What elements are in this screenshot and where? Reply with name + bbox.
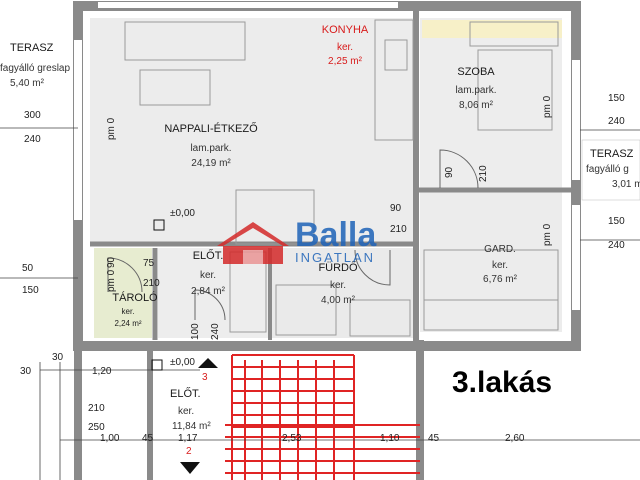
door-arcs — [107, 149, 479, 321]
dim-150-b: 150 — [608, 216, 625, 227]
dim-75: 75 — [143, 258, 155, 269]
stair-number-2: 2 — [186, 446, 192, 457]
gard-floor — [420, 192, 562, 332]
level-marker — [151, 219, 165, 371]
dim-253: 2,53 — [282, 433, 302, 444]
dim-90-center: 90 — [390, 203, 402, 214]
balla-ingatlan-logo: Balla INGATLAN — [213, 216, 431, 266]
tarolo-name: TÁROLÓ — [112, 292, 158, 304]
szoba-area: 8,06 m² — [459, 100, 493, 111]
level-2: ±0,00 — [170, 357, 195, 368]
terasz-right-floor: fagyálló g — [586, 164, 629, 175]
szoba-yellow — [422, 20, 562, 38]
terasz-left-area: 5,40 m² — [10, 78, 44, 89]
opening-left — [74, 40, 82, 220]
elot2-floor: ker. — [178, 406, 195, 417]
pm-szoba: pm 0 — [542, 95, 553, 118]
szoba-floor: lam.park. — [455, 85, 497, 96]
furdo-name: FÜRDŐ — [318, 262, 358, 274]
opening-top — [98, 2, 398, 8]
dim-210-center: 210 — [390, 224, 407, 235]
dim-90-tarolo: 90 — [106, 256, 117, 268]
furdo-floor: ker. — [329, 280, 347, 291]
nappali-floor: lam.park. — [190, 143, 232, 154]
elot1-area: 2,84 m² — [191, 286, 225, 297]
gard-floor: ker. — [491, 260, 509, 271]
elot2-name: ELŐT. — [170, 388, 201, 400]
tarolo-area: 2,24 m² — [114, 319, 142, 328]
logo-word: Balla — [295, 216, 377, 254]
dim-50: 50 — [22, 263, 34, 274]
dim-45-b: 45 — [428, 433, 440, 444]
stair-number-3: 3 — [202, 372, 208, 383]
dim-250: 250 — [88, 422, 105, 433]
dim-150-left: 150 — [22, 285, 39, 296]
gard-area: 6,76 m² — [483, 274, 517, 285]
tarolo-floor — [94, 248, 152, 338]
terasz-right-area: 3,01 m — [612, 179, 640, 190]
dim-240-a: 240 — [608, 116, 625, 127]
dim-30-b: 30 — [20, 366, 32, 377]
elot1-floor: ker. — [199, 270, 217, 281]
pm-gard: pm 0 — [542, 223, 553, 246]
dim-100: 100 — [190, 323, 201, 340]
elot2-area: 11,84 m² — [172, 421, 211, 432]
terasz-left-name: TERASZ — [10, 42, 54, 54]
stair-arrow-up — [198, 358, 218, 368]
house-logo-icon — [217, 222, 289, 264]
dim-260: 2,60 — [505, 433, 525, 444]
szoba-name: SZOBA — [457, 66, 495, 78]
dim-240-left: 240 — [24, 134, 41, 145]
dim-110: 1,10 — [380, 433, 400, 444]
terasz-right-area — [581, 139, 640, 201]
dim-210-tarolo: 210 — [143, 278, 160, 289]
dim-240-elot: 240 — [210, 323, 221, 340]
dim-210-lower: 210 — [88, 403, 105, 414]
nappali-area: 24,19 m² — [191, 158, 231, 169]
furniture — [124, 19, 559, 337]
dim-30-a: 30 — [52, 352, 64, 363]
furdo-area: 4,00 m² — [321, 295, 355, 306]
nappali-floor — [90, 18, 415, 243]
dim-150-a: 150 — [608, 93, 625, 104]
konyha-name: KONYHA — [321, 24, 369, 36]
dim-240-b: 240 — [608, 240, 625, 251]
stairs — [225, 354, 420, 480]
pm-nappali: pm 0 — [106, 117, 117, 140]
pm-tarolo: pm 0 — [106, 269, 117, 292]
nappali-name: NAPPALI-ÉTKEZŐ — [164, 123, 258, 135]
opening-right — [572, 60, 580, 180]
opening-right2 — [572, 205, 580, 310]
dim-45-a: 45 — [142, 433, 154, 444]
dim-210-szoba: 210 — [478, 165, 489, 182]
konyha-area: 2,25 m² — [328, 56, 362, 67]
tarolo-floor: ker. — [121, 307, 135, 316]
dim-100-lower: 1,00 — [100, 433, 120, 444]
stair-arrow-down — [180, 462, 200, 474]
terasz-left-floor: fagyálló greslap — [0, 63, 71, 74]
apartment-label: 3.lakás — [452, 366, 553, 399]
terasz-right-name: TERASZ — [590, 148, 634, 160]
level-1: ±0,00 — [170, 208, 195, 219]
dim-117: 1,17 — [178, 433, 198, 444]
konyha-floor: ker. — [336, 42, 354, 53]
dim-120: 1,20 — [92, 366, 112, 377]
elot1-name: ELŐT. — [192, 250, 224, 262]
dim-90-szoba: 90 — [444, 166, 455, 178]
dimension-lines — [0, 127, 640, 480]
gard-name: GARD. — [484, 244, 516, 255]
dim-300: 300 — [24, 110, 41, 121]
furdo-floor — [272, 248, 415, 338]
logo-subtitle: INGATLAN — [295, 250, 376, 265]
